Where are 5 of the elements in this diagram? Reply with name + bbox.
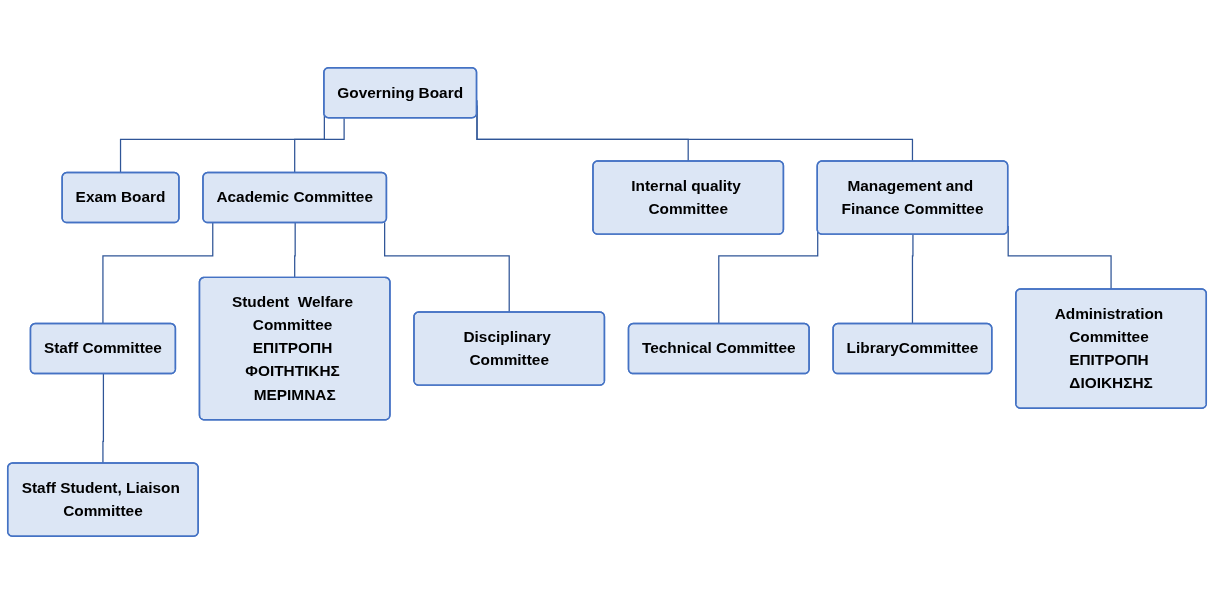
connector [294,117,345,174]
connector [911,233,914,325]
connector [384,221,511,313]
connector [102,222,214,325]
connector [102,373,105,464]
